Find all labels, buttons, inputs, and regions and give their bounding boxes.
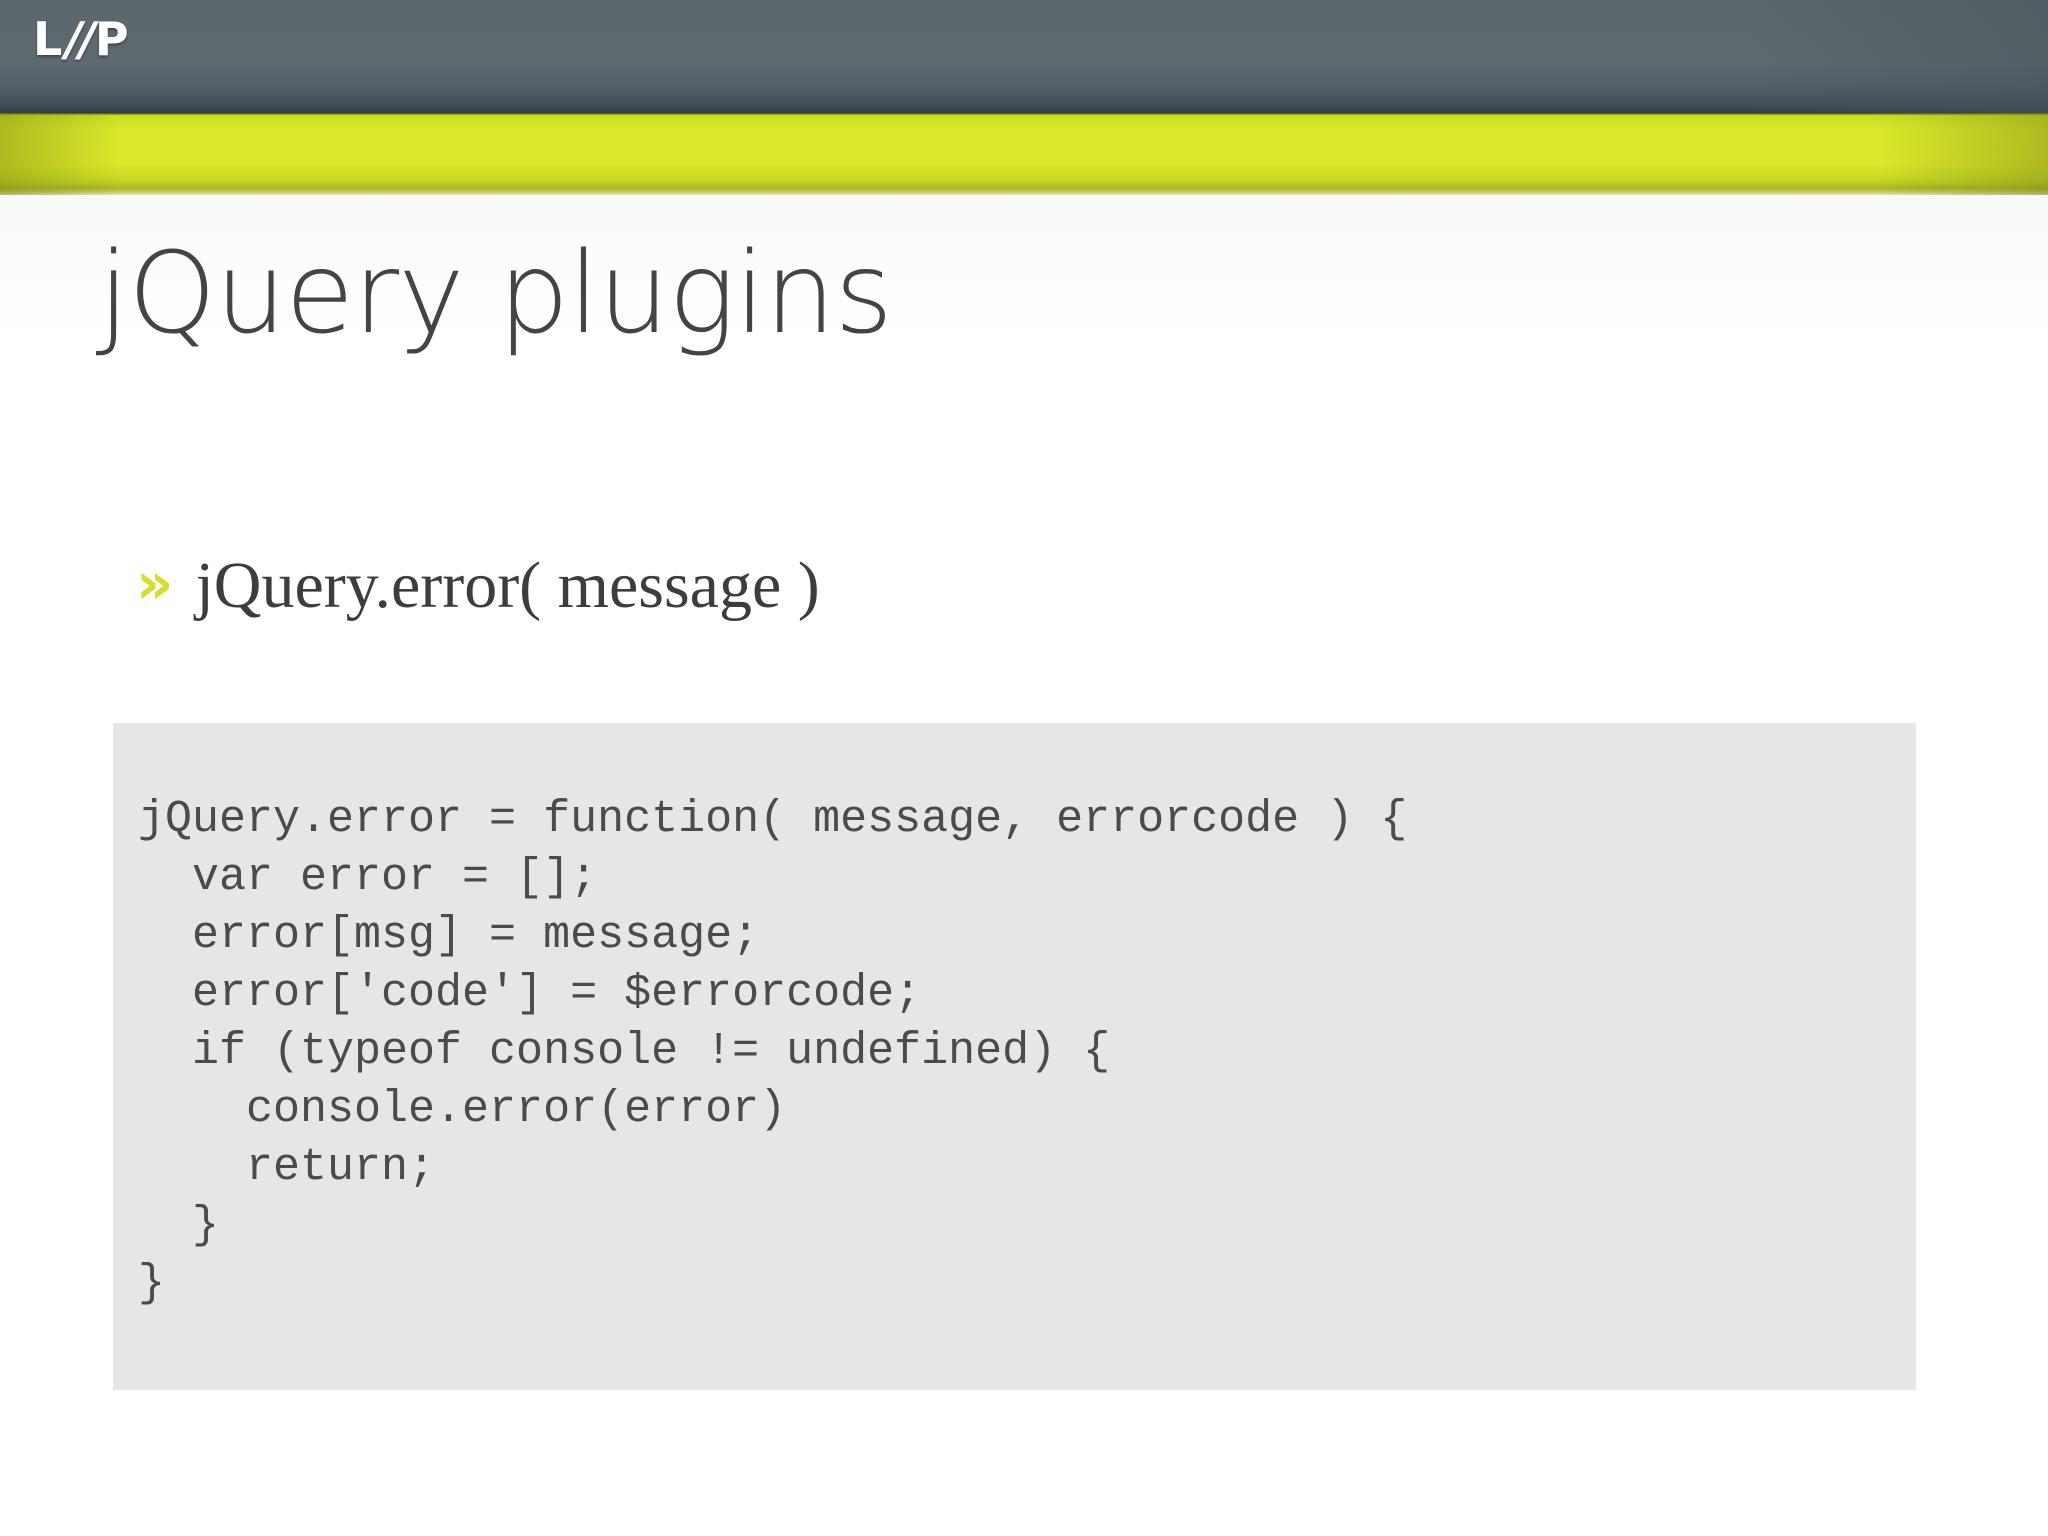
page-title: jQuery plugins (98, 229, 893, 359)
logo-letter-l: L (33, 12, 64, 66)
chevron-double-right-icon: » (136, 549, 174, 617)
code-block: jQuery.error = function( message, errorc… (113, 723, 1916, 1390)
header-bar: L//P (0, 0, 2048, 113)
logo-letter-p: P (94, 12, 130, 66)
brand-logo: L//P (33, 16, 130, 62)
accent-band-left-shade (0, 113, 120, 195)
accent-band-right-shade (1878, 113, 2048, 195)
logo-slashes-icon: // (65, 12, 96, 66)
bullet-item: » jQuery.error( message ) (136, 553, 820, 619)
accent-band (0, 113, 2048, 195)
code-block-content: jQuery.error = function( message, errorc… (138, 794, 1408, 1309)
bullet-item-label: jQuery.error( message ) (195, 549, 820, 622)
